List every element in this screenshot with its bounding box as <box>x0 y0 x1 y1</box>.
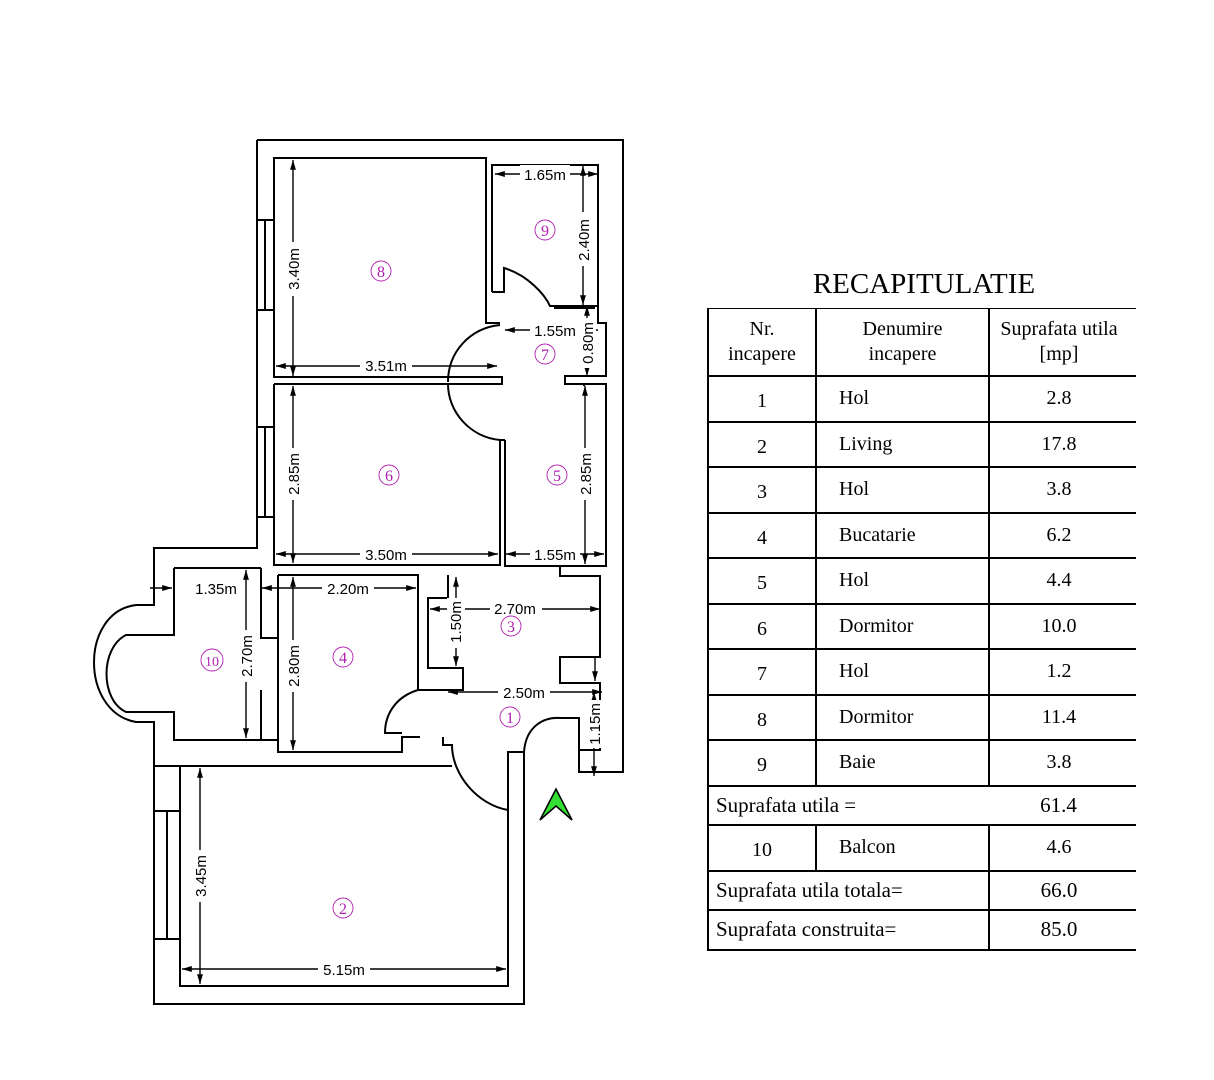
svg-text:2.85m: 2.85m <box>578 453 595 495</box>
svg-text:3.50m: 3.50m <box>365 547 407 564</box>
svg-text:1.55m: 1.55m <box>534 323 576 340</box>
svg-text:2.20m: 2.20m <box>327 581 369 598</box>
room-10-walls <box>105 567 261 741</box>
built-area-label: Suprafata construita= <box>707 909 990 951</box>
svg-text:7: 7 <box>541 347 549 364</box>
svg-text:1.15m: 1.15m <box>587 703 604 745</box>
svg-text:5: 5 <box>553 468 561 485</box>
svg-text:3.40m: 3.40m <box>286 248 303 290</box>
svg-text:2.40m: 2.40m <box>576 219 593 261</box>
svg-text:1: 1 <box>506 710 514 727</box>
svg-text:9: 9 <box>541 223 549 240</box>
door-entrance <box>523 716 580 753</box>
svg-text:0.80m: 0.80m <box>580 322 597 364</box>
subtotal-row: Suprafata utila = 61.4 <box>707 784 1136 826</box>
door-living <box>442 737 524 812</box>
built-area-row: Suprafata construita= 85.0 <box>707 909 1136 951</box>
outer-walls <box>93 139 624 1005</box>
svg-text:3.45m: 3.45m <box>193 855 210 897</box>
header-area: Suprafata utila[mp] <box>988 308 1136 377</box>
svg-text:6: 6 <box>385 468 393 485</box>
svg-text:3.51m: 3.51m <box>365 358 407 375</box>
svg-text:2.80m: 2.80m <box>286 645 303 687</box>
room-labels: 8 9 7 6 5 3 4 10 1 2 <box>200 219 568 919</box>
room-label-7: 7 <box>534 343 556 365</box>
room-label-8: 8 <box>370 260 392 282</box>
window-room-2 <box>154 810 180 940</box>
svg-text:5.15m: 5.15m <box>323 962 365 979</box>
subtotal-label: Suprafata utila = <box>707 784 989 826</box>
dimension-labels: 1.65m 2.40m 3.40m 1.55m 0.80m 3.51m 2.85… <box>190 165 604 979</box>
room-label-4: 4 <box>332 646 354 668</box>
dimension-lines <box>150 159 604 984</box>
svg-text:10: 10 <box>205 655 219 670</box>
subtotal-value: 61.4 <box>989 784 1136 826</box>
door-room-8 <box>447 324 501 383</box>
room-label-3: 3 <box>500 615 522 637</box>
room-label-10: 10 <box>200 648 224 672</box>
room-label-2: 2 <box>332 897 354 919</box>
svg-text:1.55m: 1.55m <box>534 547 576 564</box>
svg-text:2: 2 <box>339 901 347 918</box>
svg-text:4: 4 <box>339 650 347 667</box>
room-label-9: 9 <box>534 219 556 241</box>
svg-text:2.70m: 2.70m <box>494 601 536 618</box>
svg-text:1.65m: 1.65m <box>524 167 566 184</box>
total-useful-row: Suprafata utila totala= 66.0 <box>707 869 1136 911</box>
svg-text:2.70m: 2.70m <box>239 635 256 677</box>
recap-title: RECAPITULATIE <box>812 268 1036 300</box>
total-useful-label: Suprafata utila totala= <box>707 869 990 911</box>
svg-text:3: 3 <box>507 619 515 636</box>
svg-text:2.50m: 2.50m <box>503 685 545 702</box>
header-nr: Nr.incapere <box>707 308 817 377</box>
room-label-1: 1 <box>499 706 521 728</box>
svg-text:2.85m: 2.85m <box>286 453 303 495</box>
svg-text:1.35m: 1.35m <box>195 581 237 598</box>
built-area-value: 85.0 <box>988 909 1136 951</box>
room-label-5: 5 <box>546 464 568 486</box>
entrance-arrow-icon <box>539 787 573 821</box>
room-label-6: 6 <box>378 464 400 486</box>
total-useful-value: 66.0 <box>988 869 1136 911</box>
window-room-8 <box>257 219 274 311</box>
svg-text:1.50m: 1.50m <box>448 601 465 643</box>
door-room-6 <box>447 383 501 441</box>
room-8-walls <box>273 157 503 385</box>
svg-text:8: 8 <box>377 264 385 281</box>
balcony-row: 10 Balcon 4.6 <box>707 824 1136 872</box>
window-room-6 <box>257 426 274 518</box>
room-2-walls <box>179 765 509 987</box>
